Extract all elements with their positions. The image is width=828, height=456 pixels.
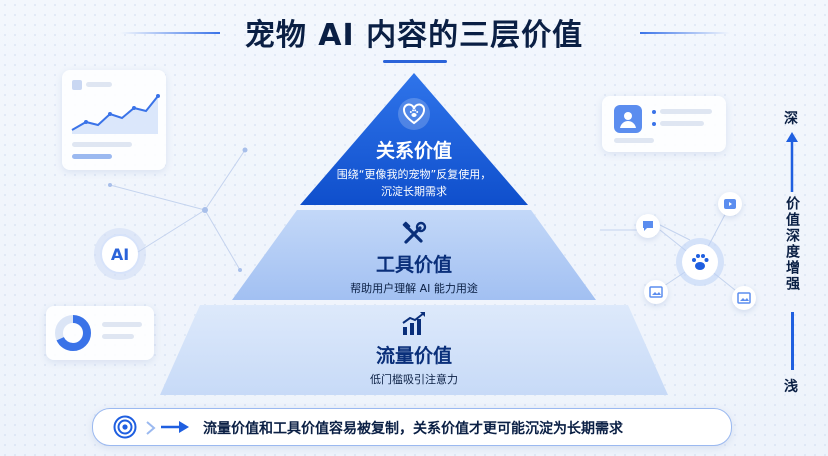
decor-donut-chart: [55, 315, 91, 351]
decor-line: [102, 334, 134, 339]
level-desc-traffic: 低门槛吸引注意力: [370, 373, 458, 386]
image-icon: [732, 286, 756, 310]
axis-label-shallow: 浅: [784, 379, 798, 395]
decor-bullet: [652, 110, 656, 114]
decor-line: [72, 154, 112, 159]
axis-line-lower: [791, 312, 794, 370]
paw-icon: [682, 244, 718, 280]
pyramid-level-top: [300, 73, 528, 205]
video-play-icon: [718, 192, 742, 216]
chat-bubble-icon: [636, 214, 660, 238]
axis-arrow-up: [786, 132, 798, 192]
decor-bullet: [652, 122, 656, 126]
axis-label-depth: 价值深度增强: [784, 196, 800, 292]
image-icon: [644, 280, 668, 304]
page-title: 宠物 AI 内容的三层价值: [244, 18, 584, 53]
level-title-traffic: 流量价值: [375, 345, 452, 367]
decor-line: [614, 138, 654, 143]
title-decor-left: [120, 32, 220, 34]
level-desc-relationship-line1: 围绕“更像我的宠物”反复使用，: [336, 168, 492, 181]
decor-line: [660, 121, 704, 126]
decor-line: [86, 82, 112, 87]
pyramid-level-bottom: [160, 305, 668, 395]
heart-paw-icon: [398, 98, 430, 130]
decor-checkbox: [72, 80, 82, 90]
level-title-relationship: 关系价值: [375, 140, 452, 162]
conclusion-bar: 流量价值和工具价值容易被复制，关系价值才更可能沉淀为长期需求: [92, 408, 732, 446]
growth-chart-icon: [400, 311, 428, 341]
conclusion-text: 流量价值和工具价值容易被复制，关系价值才更可能沉淀为长期需求: [203, 421, 623, 437]
ai-badge: AI: [100, 234, 140, 274]
chevron-right-icon: [145, 420, 157, 439]
decor-line: [102, 322, 142, 327]
decor-line-chart: [71, 94, 160, 134]
target-icon: [113, 415, 137, 443]
avatar-icon: [614, 105, 642, 133]
pyramid-level-middle: [232, 210, 596, 300]
arrow-right-icon: [161, 419, 189, 439]
decor-line: [660, 109, 712, 114]
tools-icon: [400, 220, 428, 252]
title-underline: [383, 60, 447, 63]
level-desc-relationship-line2: 沉淀长期需求: [381, 185, 447, 198]
level-title-tool: 工具价值: [375, 254, 452, 276]
axis-label-deep: 深: [784, 111, 798, 127]
decor-donut-card: [46, 306, 154, 360]
level-desc-tool: 帮助用户理解 AI 能力用途: [350, 282, 478, 295]
decor-line-chart-card: [62, 70, 166, 170]
decor-profile-card: [602, 96, 726, 152]
decor-line: [72, 142, 132, 147]
